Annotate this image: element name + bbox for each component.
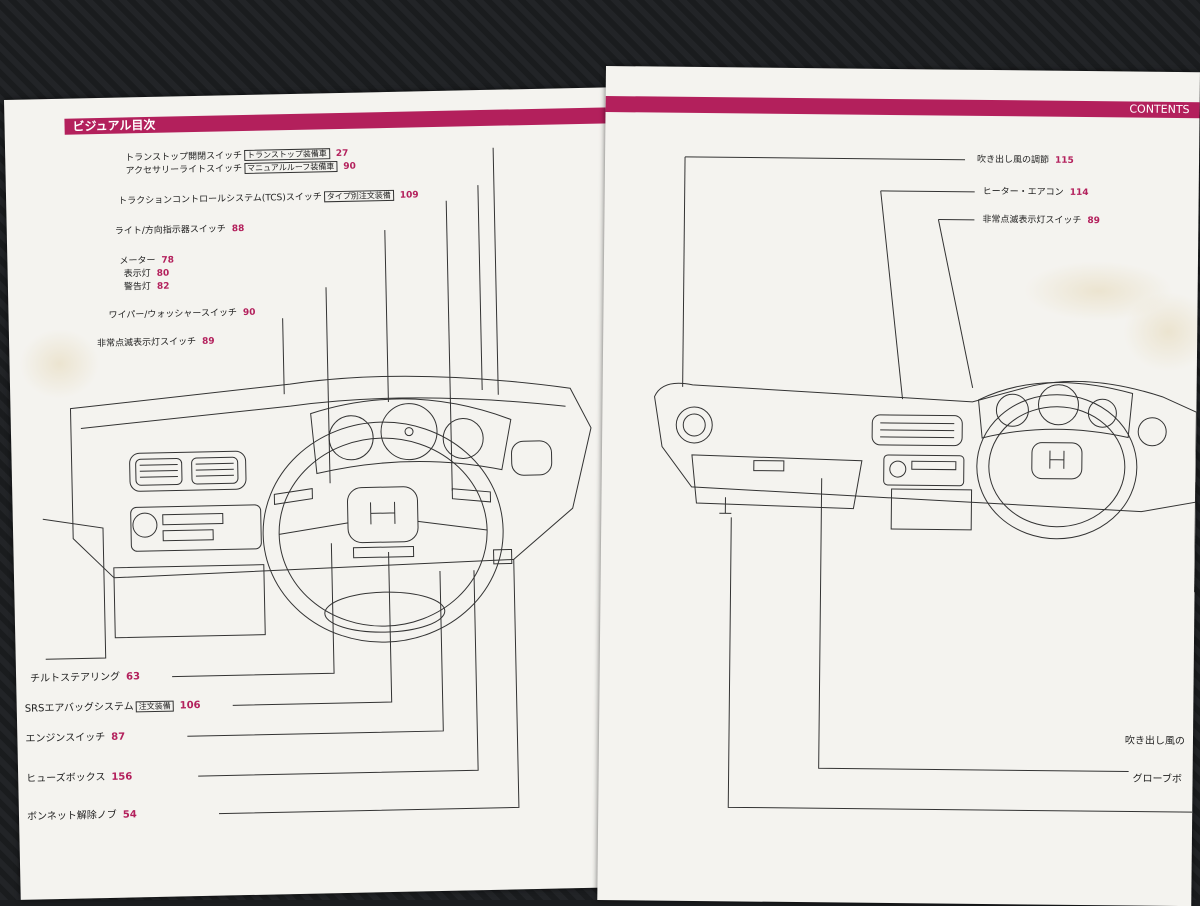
left-manual-page: ビジュアル目次 <box>4 87 625 900</box>
label-meter: メーター 78 <box>119 254 174 267</box>
label-box: トランストップ装備車 <box>243 148 330 161</box>
label-glove-box-cut: グローブボ <box>1132 773 1183 787</box>
dashboard-drawing-right <box>654 156 1197 813</box>
page-number: 109 <box>399 190 419 201</box>
page-number: 80 <box>156 268 170 279</box>
page-number: 90 <box>242 307 256 319</box>
right-manual-page: CONTENTS <box>597 66 1200 906</box>
label-box: 注文装備 <box>135 700 174 713</box>
label-text: SRSエアバッグシステム <box>24 701 134 715</box>
label-vent-airflow: 吹き出し風の調節 115 <box>977 154 1074 167</box>
page-number: 82 <box>156 281 170 292</box>
label-text: ワイパー/ウォッシャースイッチ <box>108 308 238 321</box>
label-tilt-steering: チルトステアリング 63 <box>30 671 140 685</box>
page-number: 115 <box>1054 155 1074 166</box>
label-engine-switch: エンジンスイッチ 87 <box>25 732 125 746</box>
label-hazard-switch: 非常点滅表示灯スイッチ 89 <box>97 336 215 350</box>
page-number: 88 <box>231 223 245 235</box>
page-number: 106 <box>179 700 201 712</box>
label-fuse-box: ヒューズボックス 156 <box>26 771 132 785</box>
label-text: ヒーター・エアコン <box>982 186 1064 198</box>
label-text: エンジンスイッチ <box>25 732 106 745</box>
label-box: タイプ別注文装備 <box>323 189 394 203</box>
page-number: 63 <box>125 671 141 683</box>
label-text: トランストップ開閉スイッチ <box>125 151 243 164</box>
dashboard-drawing-left <box>42 147 592 815</box>
label-text: 非常点滅表示灯スイッチ <box>97 337 197 350</box>
label-text: 警告灯 <box>123 281 152 293</box>
page-number: 156 <box>111 771 133 783</box>
label-bonnet-release: ボンネット解除ノブ 54 <box>27 809 137 823</box>
page-number: 90 <box>343 161 356 172</box>
label-text: メーター <box>119 255 156 267</box>
page-number: 114 <box>1069 187 1089 199</box>
label-text: グローブボ <box>1132 773 1183 786</box>
label-text: 吹き出し風の調節 <box>976 154 1050 166</box>
page-number: 89 <box>202 336 215 347</box>
label-hazard-switch-right: 非常点滅表示灯スイッチ 89 <box>982 214 1100 227</box>
page-number: 54 <box>122 809 137 821</box>
label-vent-airflow-cut: 吹き出し風の <box>1125 735 1185 748</box>
page-number: 27 <box>335 148 349 160</box>
page-number: 87 <box>111 731 126 743</box>
label-text: チルトステアリング <box>30 671 121 685</box>
label-text: ヒューズボックス <box>26 772 106 785</box>
label-indicator-lamp: 表示灯 80 <box>124 268 170 281</box>
label-heater-aircon: ヒーター・エアコン 114 <box>983 186 1089 199</box>
page-number: 89 <box>1087 216 1101 227</box>
label-text: 非常点滅表示灯スイッチ <box>982 214 1082 226</box>
page-number: 78 <box>161 255 175 266</box>
label-text: ボンネット解除ノブ <box>26 809 117 823</box>
label-text: アクセサリーライトスイッチ <box>125 164 243 177</box>
label-box: マニュアルルーフ装備車 <box>243 161 338 174</box>
label-text: ライト/方向指示器スイッチ <box>114 224 226 237</box>
label-text: 吹き出し風の <box>1124 735 1186 748</box>
label-warning-lamp: 警告灯 82 <box>124 281 170 294</box>
label-text: 表示灯 <box>123 268 151 280</box>
